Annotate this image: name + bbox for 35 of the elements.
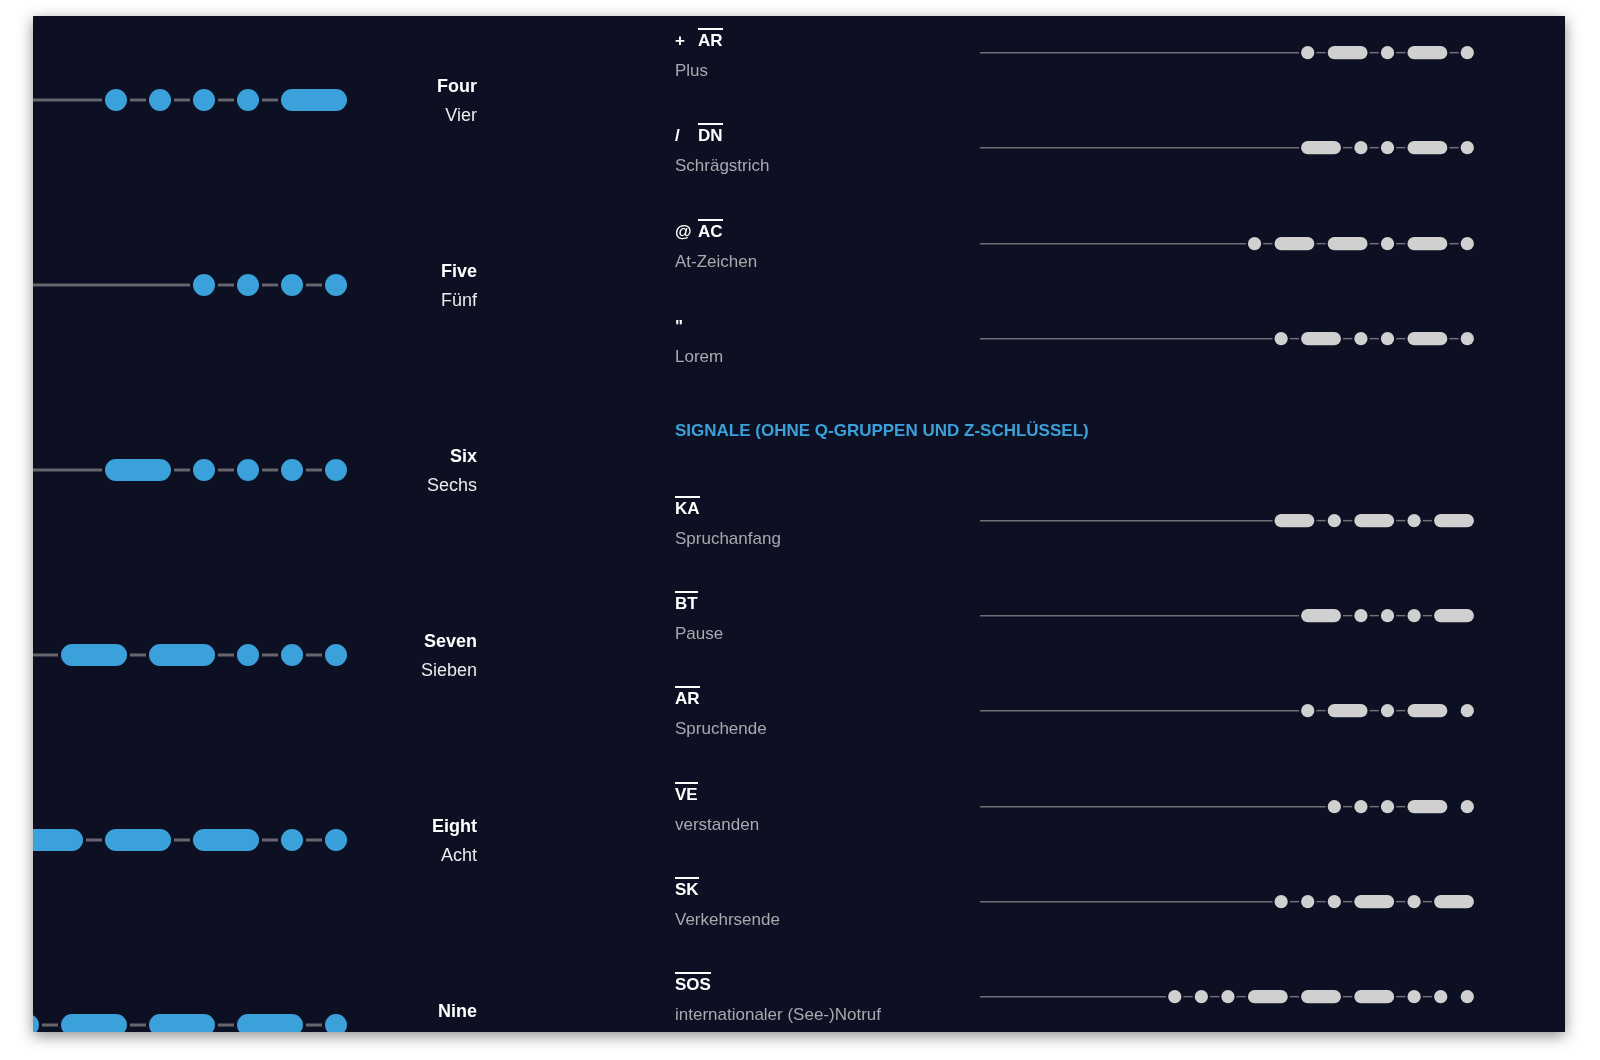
- symbol-label: +: [675, 30, 685, 51]
- description-label: verstanden: [675, 814, 760, 835]
- translation-label: Vier: [445, 105, 477, 125]
- translation-label: Fünf: [440, 290, 477, 310]
- translation-label: Sieben: [420, 660, 477, 680]
- translation-label: Acht: [440, 845, 477, 865]
- description-label: Spruchende: [675, 718, 767, 739]
- section-heading: SIGNALE (OHNE Q-GRUPPEN UND Z-SCHLÜSSEL): [675, 421, 1089, 441]
- description-label: Schrägstrich: [675, 155, 770, 176]
- prosign-label: BT: [675, 590, 698, 613]
- numeral-label: Nine: [438, 1001, 477, 1021]
- symbol-label: @: [675, 221, 692, 242]
- numeral-label: Seven: [423, 631, 477, 651]
- description-label: internationaler (See-)Notruf: [675, 1004, 881, 1025]
- description-label: Plus: [675, 60, 709, 81]
- description-label: Pause: [675, 623, 724, 644]
- prosign-label: AR: [675, 685, 700, 708]
- prosign-label: VE: [675, 781, 698, 804]
- numeral-label: Six: [449, 446, 477, 466]
- description-label: At-Zeichen: [675, 251, 758, 272]
- prosign-label: AC: [698, 218, 723, 241]
- prosign-label: SOS: [675, 971, 711, 994]
- symbol-label: /: [675, 125, 680, 146]
- prosign-label: SK: [675, 876, 699, 899]
- description-label: Lorem: [675, 346, 724, 367]
- symbol-label: ": [675, 316, 684, 337]
- translation-label: Sechs: [426, 475, 477, 495]
- numeral-label: Eight: [432, 816, 477, 836]
- prosign-label: AR: [698, 27, 723, 50]
- prosign-label: DN: [698, 122, 723, 145]
- prosign-label: KA: [675, 495, 700, 518]
- description-label: Spruchanfang: [675, 528, 781, 549]
- numeral-label: Five: [440, 261, 477, 281]
- description-label: Verkehrsende: [675, 909, 780, 930]
- numeral-label: Four: [437, 76, 477, 96]
